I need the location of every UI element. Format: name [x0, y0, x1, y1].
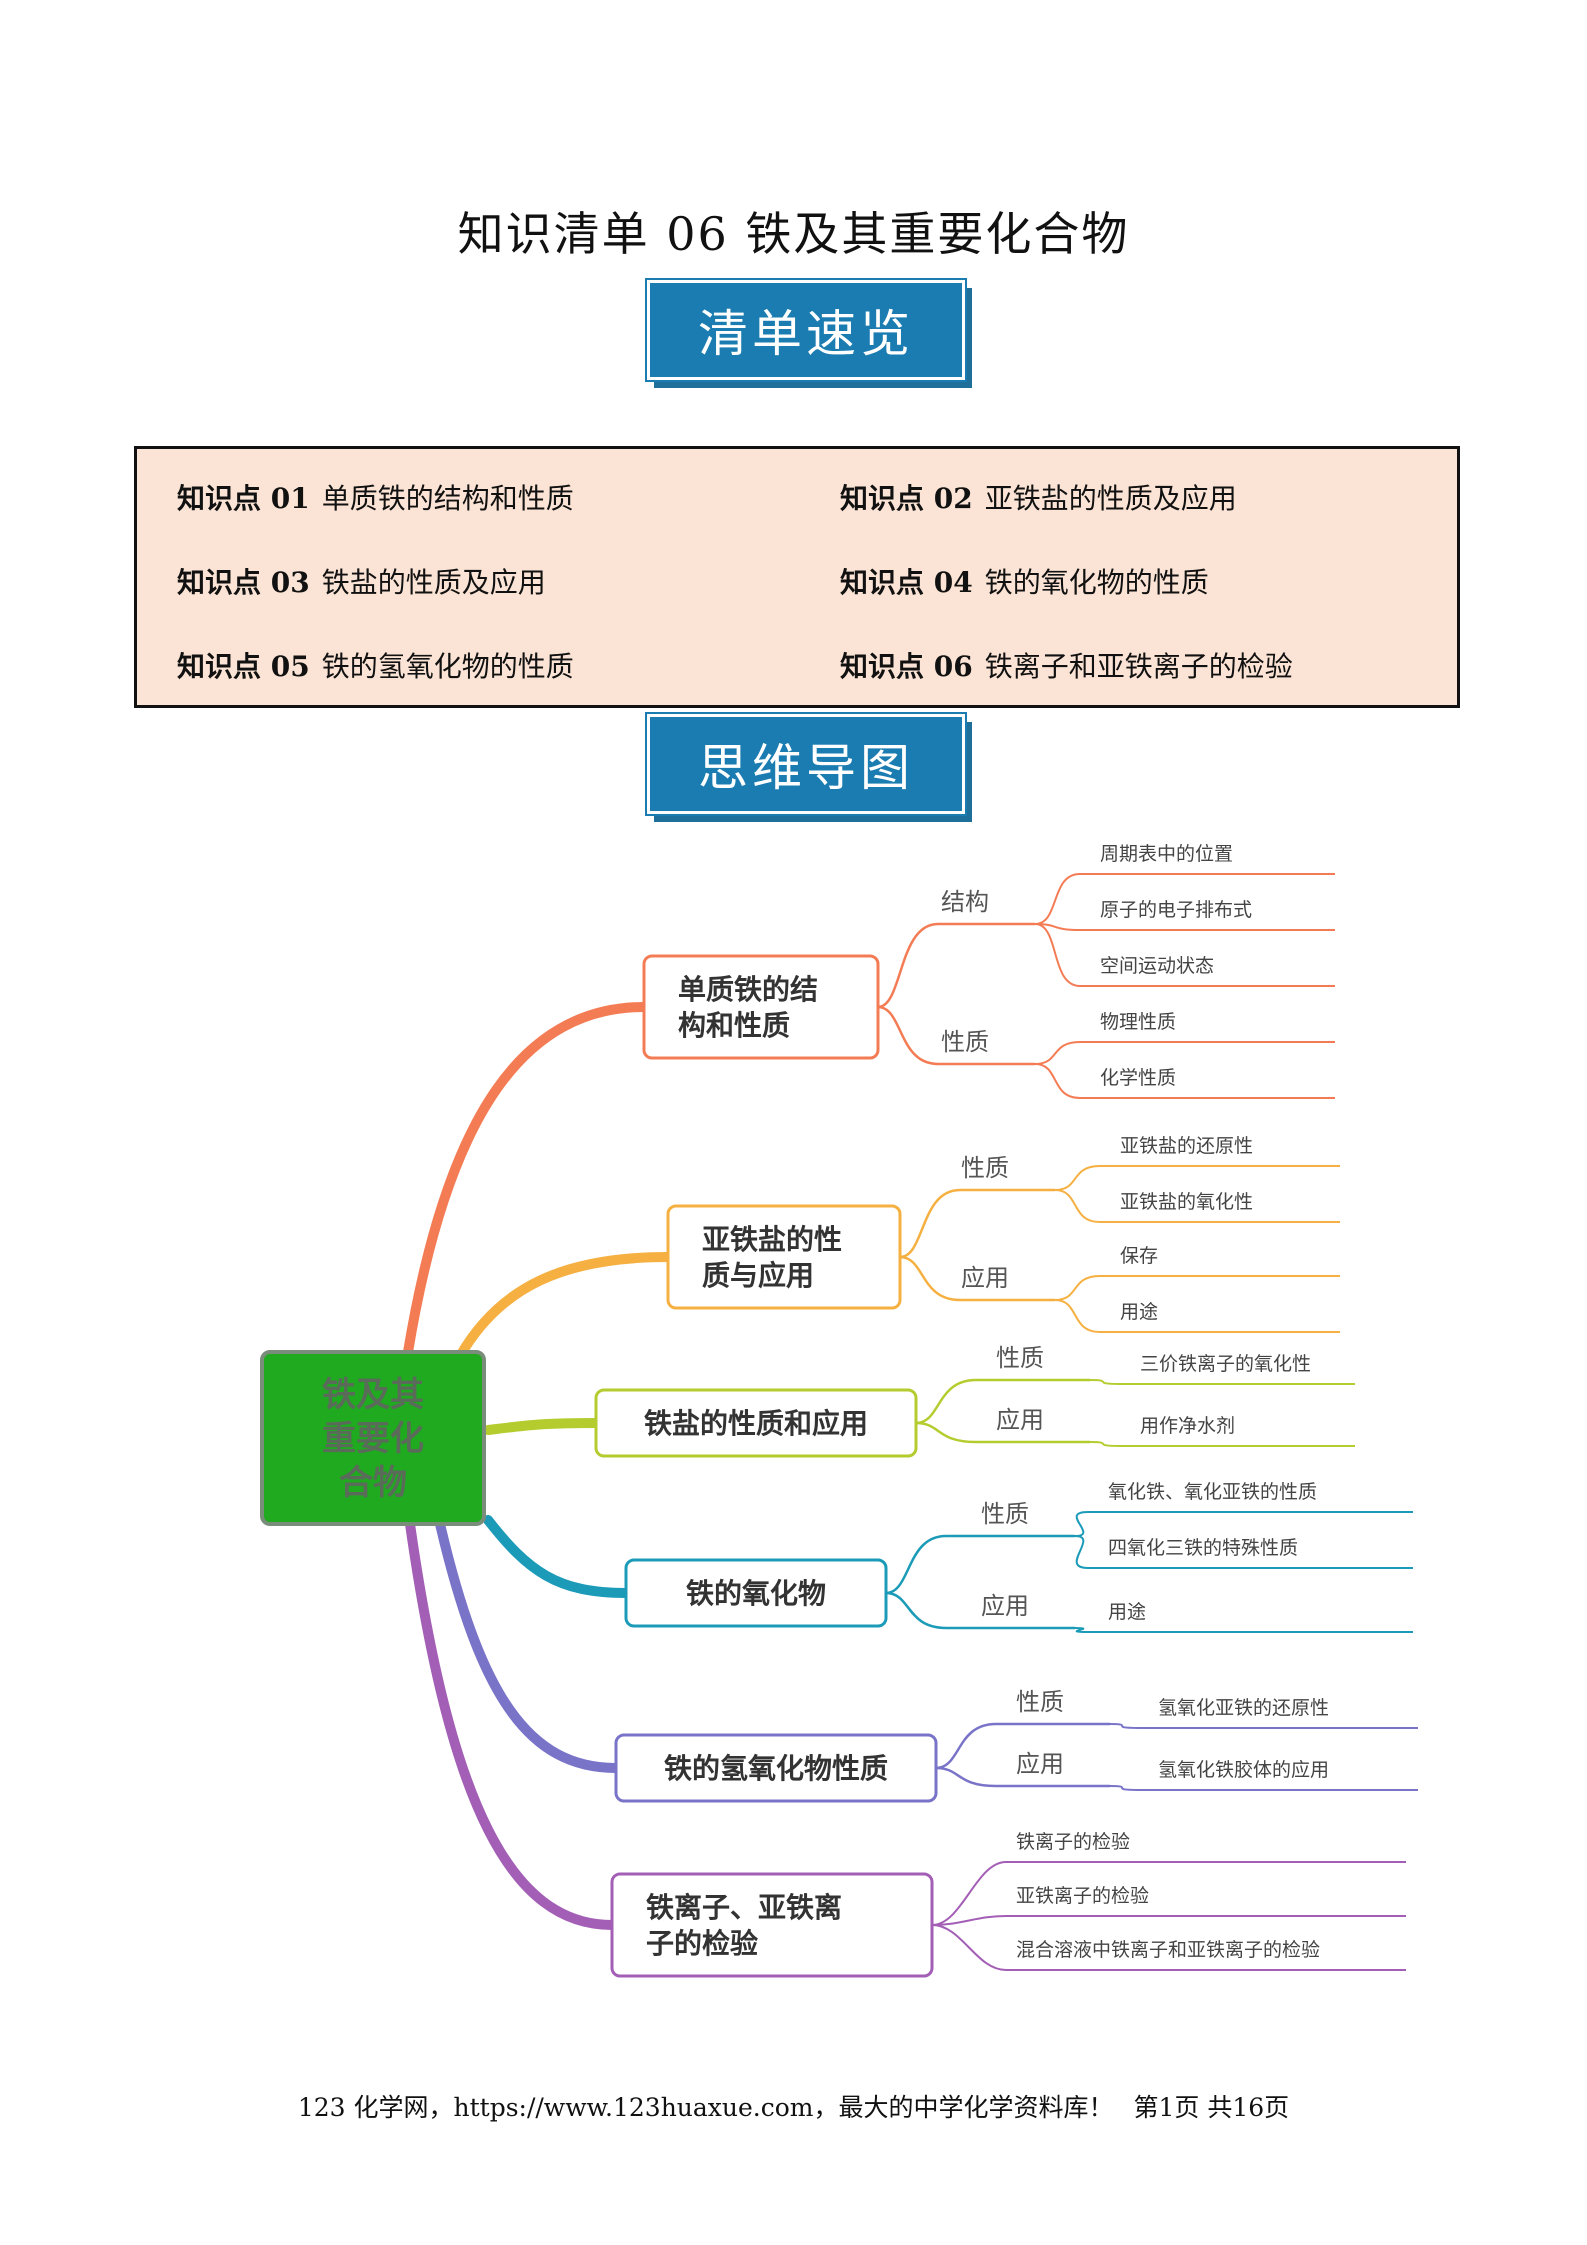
- group-connector: [877, 922, 1035, 1009]
- leaf-label: 三价铁离子的氧化性: [1140, 1353, 1311, 1375]
- branch-node[interactable]: [666, 1204, 902, 1310]
- root-node[interactable]: [260, 1350, 486, 1526]
- group-label: 结构: [941, 888, 989, 916]
- root-label: 铁及其: [322, 1375, 424, 1415]
- leaf-label: 空间运动状态: [1100, 955, 1214, 977]
- branch-node[interactable]: [614, 1733, 938, 1803]
- leaf-connector: [1054, 1275, 1340, 1301]
- branch-label: 单质铁的结: [678, 973, 818, 1006]
- group-label: 应用: [996, 1406, 1044, 1434]
- leaf-connector: [1034, 923, 1335, 931]
- leaf-connector: [931, 1924, 1406, 1971]
- branch-node[interactable]: [610, 1872, 934, 1978]
- branch-label: 铁的氢氧化物性质: [664, 1752, 888, 1785]
- leaf-label: 亚铁离子的检验: [1016, 1885, 1149, 1907]
- branch-node[interactable]: [642, 954, 880, 1060]
- group-connector: [899, 1188, 1055, 1259]
- leaf-label: 物理性质: [1100, 1011, 1176, 1033]
- branch-label: 铁离子、亚铁离: [646, 1891, 842, 1924]
- leaf-connector: [1074, 1535, 1413, 1569]
- leaf-label: 亚铁盐的氧化性: [1120, 1191, 1253, 1213]
- group-label: 性质: [1016, 1688, 1064, 1716]
- branch-node[interactable]: [624, 1558, 888, 1628]
- branch-connector: [405, 1519, 617, 1930]
- mindmap-banner-label: 思维导图: [645, 712, 967, 816]
- mindmap-banner: 思维导图: [645, 712, 972, 822]
- leaf-connector: [1109, 1785, 1418, 1791]
- leaf-label: 原子的电子排布式: [1100, 899, 1252, 921]
- leaf-label: 四氧化三铁的特殊性质: [1108, 1537, 1298, 1559]
- branch-label: 铁的氧化物: [686, 1577, 826, 1610]
- leaf-label: 氢氧化铁胶体的应用: [1158, 1759, 1329, 1781]
- group-label: 性质: [996, 1344, 1044, 1372]
- branch-connector: [435, 1519, 621, 1773]
- leaf-label: 混合溶液中铁离子和亚铁离子的检验: [1016, 1939, 1320, 1961]
- branch-connector: [455, 1252, 673, 1361]
- leaf-connector: [1054, 1165, 1340, 1191]
- group-label: 应用: [981, 1592, 1029, 1620]
- leaf-label: 铁离子的检验: [1016, 1831, 1130, 1853]
- group-connector: [915, 1421, 1090, 1444]
- leaf-label: 用作净水剂: [1140, 1415, 1235, 1437]
- leaf-connector: [1089, 1379, 1355, 1385]
- group-connector: [935, 1722, 1110, 1770]
- leaf-connector: [1089, 1441, 1355, 1447]
- footer-site: 123 化学网，https://www.123huaxue.com，最大的中学化…: [297, 2093, 1114, 2122]
- leaf-label: 化学性质: [1100, 1067, 1176, 1089]
- overview-banner-label: 清单速览: [645, 278, 967, 382]
- group-connector: [877, 1005, 1035, 1066]
- leaf-label: 周期表中的位置: [1100, 843, 1233, 865]
- branch-label: 质与应用: [702, 1259, 814, 1292]
- branch-label: 构和性质: [678, 1009, 790, 1042]
- leaf-connector: [1034, 873, 1335, 925]
- branch-connector: [483, 1418, 601, 1435]
- leaf-connector: [1074, 1627, 1413, 1633]
- leaf-connector: [1034, 1041, 1335, 1065]
- group-label: 应用: [1016, 1750, 1064, 1778]
- leaf-connector: [1054, 1299, 1340, 1333]
- group-label: 性质: [941, 1028, 989, 1056]
- leaf-connector: [1034, 1063, 1335, 1099]
- leaf-connector: [1034, 923, 1335, 987]
- branch-label: 子的检验: [646, 1927, 758, 1960]
- root-label: 合物: [339, 1463, 407, 1503]
- leaf-label: 用途: [1108, 1601, 1146, 1623]
- leaf-connector: [1054, 1189, 1340, 1223]
- group-connector: [899, 1255, 1055, 1302]
- group-label: 应用: [961, 1264, 1009, 1292]
- leaf-label: 保存: [1120, 1245, 1158, 1267]
- branch-label: 亚铁盐的性: [702, 1223, 842, 1256]
- branch-connector: [483, 1515, 631, 1598]
- branch-node[interactable]: [594, 1388, 918, 1458]
- leaf-label: 用途: [1120, 1301, 1158, 1323]
- branch-connector: [403, 1002, 649, 1357]
- group-connector: [885, 1534, 1075, 1595]
- group-connector: [885, 1591, 1075, 1630]
- leaf-label: 氢氧化亚铁的还原性: [1158, 1697, 1329, 1719]
- group-label: 性质: [961, 1154, 1009, 1182]
- page-footer: 123 化学网，https://www.123huaxue.com，最大的中学化…: [0, 2088, 1587, 2124]
- page-title: 知识清单 06 铁及其重要化合物: [457, 207, 1130, 261]
- group-connector: [935, 1766, 1110, 1788]
- leaf-connector: [1074, 1511, 1413, 1537]
- footer-page-number: 第1页 共16页: [1133, 2093, 1290, 2122]
- group-label: 性质: [981, 1500, 1029, 1528]
- branch-label: 铁盐的性质和应用: [644, 1407, 868, 1440]
- root-label: 重要化: [322, 1419, 424, 1459]
- leaf-connector: [931, 1861, 1406, 1926]
- leaf-label: 亚铁盐的还原性: [1120, 1135, 1253, 1157]
- overview-banner: 清单速览: [645, 278, 972, 388]
- group-connector: [915, 1378, 1090, 1425]
- leaf-connector: [931, 1915, 1406, 1926]
- leaf-label: 氧化铁、氧化亚铁的性质: [1108, 1481, 1317, 1503]
- leaf-connector: [1109, 1723, 1418, 1729]
